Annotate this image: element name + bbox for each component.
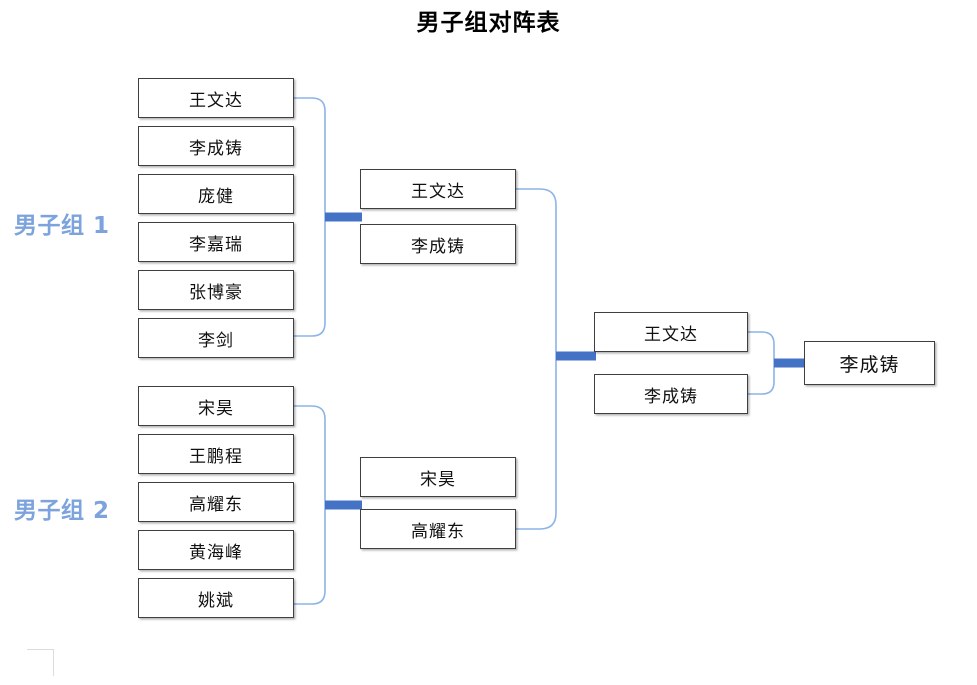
round3-box[interactable]: 李成铸	[594, 374, 748, 414]
group2-bracket	[294, 405, 326, 605]
group-label-1: 男子组 1	[14, 213, 110, 239]
player-box[interactable]: 李剑	[138, 318, 294, 358]
player-box[interactable]: 姚斌	[138, 578, 294, 618]
player-box[interactable]: 张博豪	[138, 270, 294, 310]
round2-bracket	[516, 188, 557, 530]
champion-box[interactable]: 李成铸	[804, 341, 935, 385]
round3-bracket	[748, 331, 775, 395]
round2-box[interactable]: 王文达	[360, 169, 516, 209]
round2-box[interactable]: 宋昊	[360, 457, 516, 497]
corner-placeholder-mark	[27, 649, 54, 676]
round3-box[interactable]: 王文达	[594, 312, 748, 352]
group1-bracket	[294, 97, 326, 337]
player-box[interactable]: 李嘉瑞	[138, 222, 294, 262]
page-title: 男子组对阵表	[416, 10, 561, 36]
round2-box[interactable]: 李成铸	[360, 224, 516, 264]
player-box[interactable]: 李成铸	[138, 126, 294, 166]
player-box[interactable]: 黄海峰	[138, 530, 294, 570]
player-box[interactable]: 王鹏程	[138, 434, 294, 474]
group-label-2: 男子组 2	[14, 498, 110, 524]
player-box[interactable]: 王文达	[138, 78, 294, 118]
round2-box[interactable]: 高耀东	[360, 509, 516, 549]
player-box[interactable]: 高耀东	[138, 482, 294, 522]
player-box[interactable]: 宋昊	[138, 386, 294, 426]
player-box[interactable]: 庞健	[138, 174, 294, 214]
